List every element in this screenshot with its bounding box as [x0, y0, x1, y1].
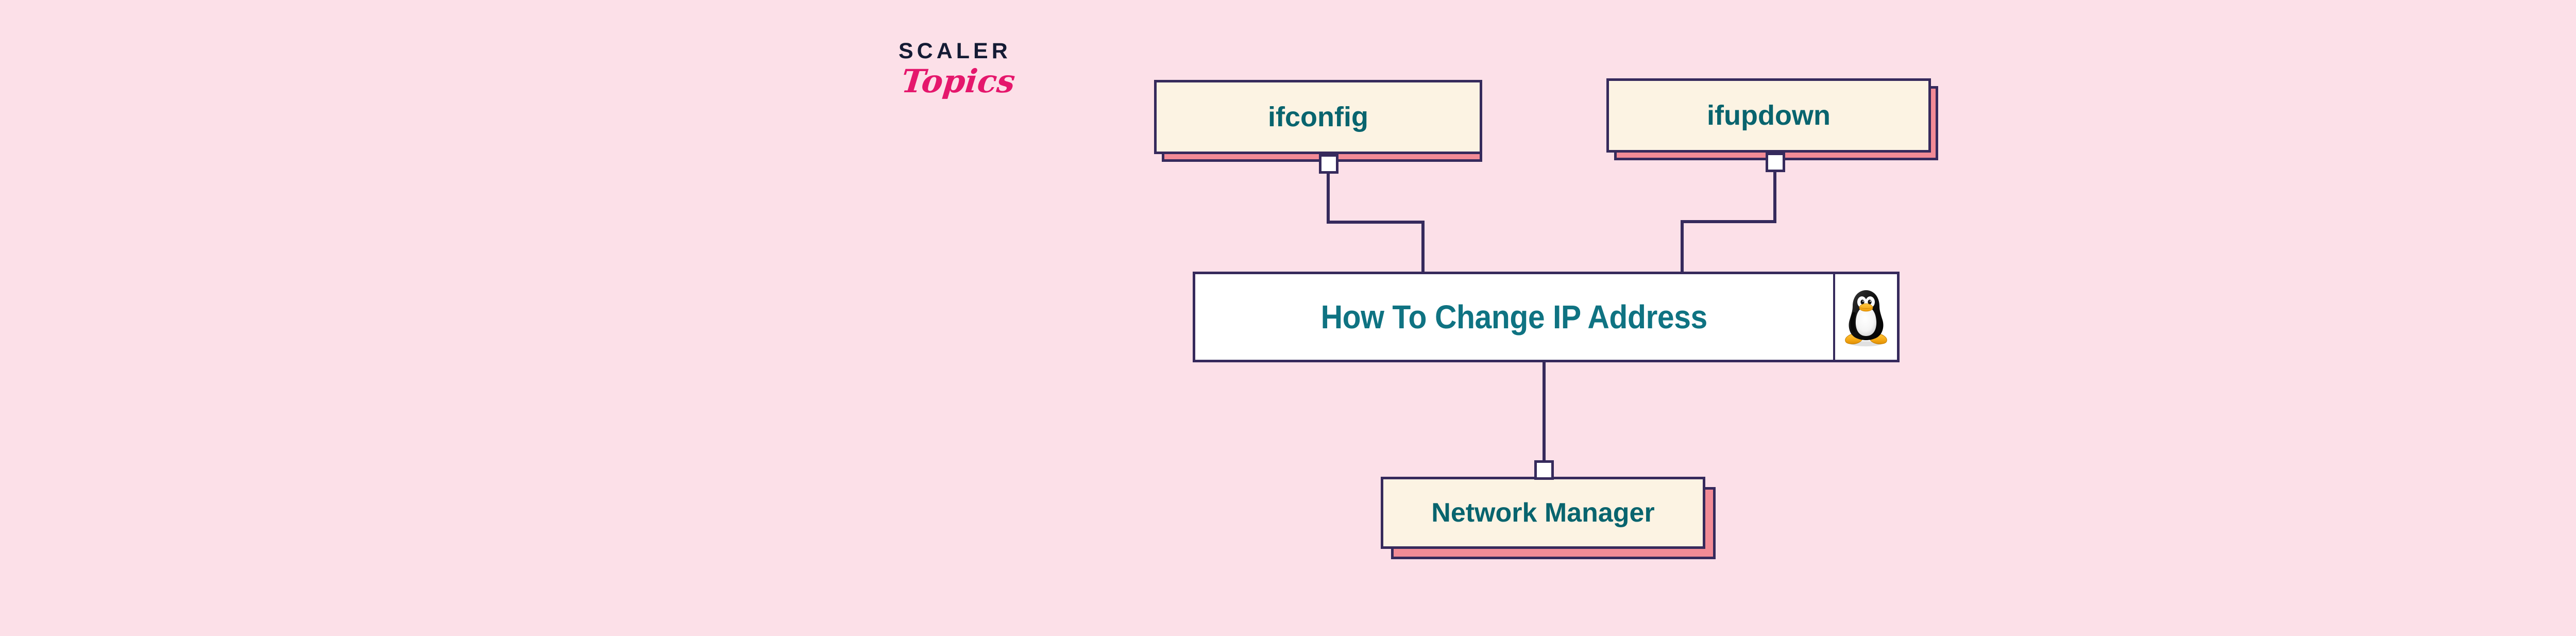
- connector-ifconfig-segment-vertical-2: [1421, 221, 1425, 274]
- center-title-cell: How To Change IP Address: [1195, 274, 1833, 360]
- connector-handle-ifupdown[interactable]: [1766, 153, 1785, 172]
- node-ifupdown-label: ifupdown: [1707, 100, 1831, 131]
- connector-ifconfig-segment-horizontal: [1327, 221, 1425, 224]
- node-network-manager-label: Network Manager: [1431, 498, 1655, 528]
- connector-ifupdown-segment-vertical-2: [1681, 220, 1684, 274]
- connector-handle-network-manager[interactable]: [1534, 460, 1554, 480]
- connector-ifconfig-segment-vertical-1: [1327, 172, 1330, 224]
- connector-ifupdown-segment-vertical-1: [1773, 171, 1776, 223]
- node-network-manager[interactable]: Network Manager: [1381, 477, 1705, 549]
- linux-tux-penguin-icon: [1845, 290, 1887, 346]
- node-ifconfig-label: ifconfig: [1268, 102, 1368, 132]
- node-center-title[interactable]: How To Change IP Address: [1193, 272, 1900, 362]
- scaler-topics-logo: SCALER Topics: [899, 40, 1053, 128]
- logo-wordmark-scaler: SCALER: [899, 39, 1011, 63]
- node-ifupdown[interactable]: ifupdown: [1606, 78, 1931, 153]
- logo-wordmark-topics: Topics: [900, 62, 1017, 100]
- page-title: How To Change IP Address: [1320, 298, 1708, 336]
- connector-network-manager-segment-vertical: [1543, 361, 1546, 464]
- connector-handle-ifconfig[interactable]: [1319, 154, 1338, 174]
- connector-ifupdown-segment-horizontal: [1681, 220, 1776, 223]
- center-logo-cell: [1833, 274, 1897, 360]
- node-ifconfig[interactable]: ifconfig: [1154, 80, 1482, 154]
